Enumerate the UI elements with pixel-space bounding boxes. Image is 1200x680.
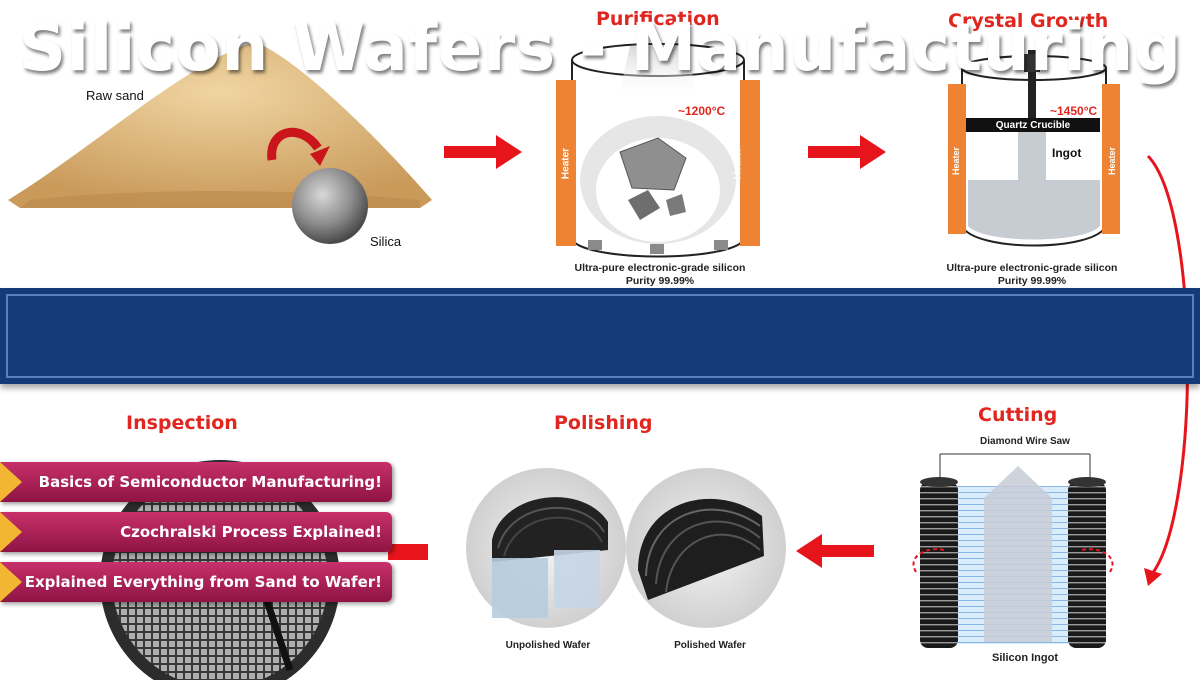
silicon-ingot-shape <box>984 466 1052 642</box>
crystal-growth-caption-line1: Ultra-pure electronic-grade silicon <box>946 262 1118 274</box>
banner-title: Silicon Wafers - Manufacturing <box>18 9 1182 86</box>
cg-heater-left <box>948 84 966 234</box>
heater-left <box>556 80 576 246</box>
banner-border <box>6 294 1194 378</box>
curved-red-arrow <box>267 127 322 161</box>
ingot-shape <box>1018 124 1046 184</box>
roller-right <box>1068 482 1106 648</box>
pill-accent-triangle <box>0 512 22 552</box>
silica-sphere <box>292 168 368 244</box>
roller-left <box>920 482 958 648</box>
purification-caption-line1: Ultra-pure electronic-grade silicon <box>574 262 746 274</box>
purification-temperature: ~1200°C <box>678 104 726 118</box>
pill-czochralski[interactable]: Czochralski Process Explained! <box>0 512 392 552</box>
pill-basics-label: Basics of Semiconductor Manufacturing! <box>38 473 382 491</box>
seed-rod <box>1028 50 1036 118</box>
purification-heater-left-label: Heater <box>560 147 572 180</box>
polished-wafer-label: Polished Wafer <box>674 640 746 651</box>
heater-right <box>740 80 760 246</box>
silicon-ingot-label: Silicon Ingot <box>992 652 1058 664</box>
silicon-chunk <box>619 137 687 191</box>
cutting-title: Cutting <box>978 404 1058 426</box>
pill-accent-triangle <box>0 562 22 602</box>
raw-sand-label: Raw sand <box>86 88 144 103</box>
pill-sand-to-wafer-label: Explained Everything from Sand to Wafer! <box>24 573 382 591</box>
crystal-growth-title: Crystal Growth <box>948 10 1109 32</box>
cg-heater-left-label: Heater <box>951 147 961 176</box>
pill-accent-triangle <box>0 462 22 502</box>
purification-heater-right-label: Heater <box>732 147 744 180</box>
polished-wafer-stack <box>638 498 764 600</box>
quartz-crucible-label: Quartz Crucible <box>995 120 1071 131</box>
pill-sand-to-wafer[interactable]: Explained Everything from Sand to Wafer! <box>0 562 392 602</box>
unpolished-wafer-label: Unpolished Wafer <box>505 640 591 651</box>
flow-arrow-right-2 <box>808 135 886 169</box>
flow-arrow-left <box>796 534 874 568</box>
diamond-wire-saw-label: Diamond Wire Saw <box>980 436 1070 447</box>
cg-heater-right <box>1102 84 1120 234</box>
polishing-illustration <box>466 468 786 628</box>
polishing-title: Polishing <box>554 412 653 434</box>
crystal-growth-temperature: ~1450°C <box>1050 104 1098 118</box>
flow-arrow-right-1 <box>444 135 522 169</box>
ingot-label: Ingot <box>1052 146 1082 160</box>
purification-caption: Ultra-pure electronic-grade silicon Puri… <box>560 262 760 288</box>
quartz-crucible-bar <box>966 118 1100 132</box>
pill-czochralski-label: Czochralski Process Explained! <box>120 523 382 541</box>
crystal-growth-furnace-illustration <box>948 50 1120 247</box>
silica-label: Silica <box>370 234 402 249</box>
purification-furnace-illustration <box>556 43 760 258</box>
purification-caption-line2: Purity 99.99% <box>625 275 695 287</box>
crystal-growth-caption: Ultra-pure electronic-grade silicon Puri… <box>930 262 1134 288</box>
title-banner <box>0 288 1200 384</box>
unpolished-wafer-stack <box>492 497 608 618</box>
crystal-growth-caption-line2: Purity 99.99% <box>997 275 1067 287</box>
purification-title: Purification <box>596 8 720 30</box>
sand-pile-illustration <box>8 42 432 244</box>
cutting-illustration <box>912 453 1114 648</box>
flow-arrow-inspection <box>388 544 428 560</box>
inspection-title: Inspection <box>126 412 238 434</box>
pill-basics[interactable]: Basics of Semiconductor Manufacturing! <box>0 462 392 502</box>
